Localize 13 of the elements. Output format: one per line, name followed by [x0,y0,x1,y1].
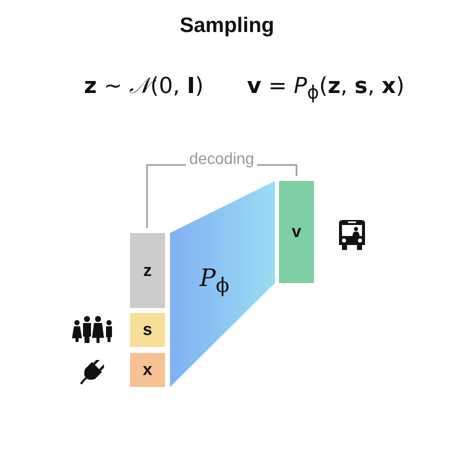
title: Sampling [178,14,276,38]
block-label: v [292,222,302,242]
output-block [279,181,314,283]
input-block [130,353,165,387]
edge-label: decoding [186,151,258,169]
block-label: P$_{ϕ}$ [200,264,230,296]
block-label: s [142,320,152,340]
formula: z ∼ 𝒩(0, I) [84,74,204,99]
block-label: z [143,260,152,280]
input-block [130,313,165,347]
latent-block [130,233,165,308]
formula: v = P$_{ϕ}$(z, s, x) [247,74,404,104]
block-label: x [142,360,152,380]
